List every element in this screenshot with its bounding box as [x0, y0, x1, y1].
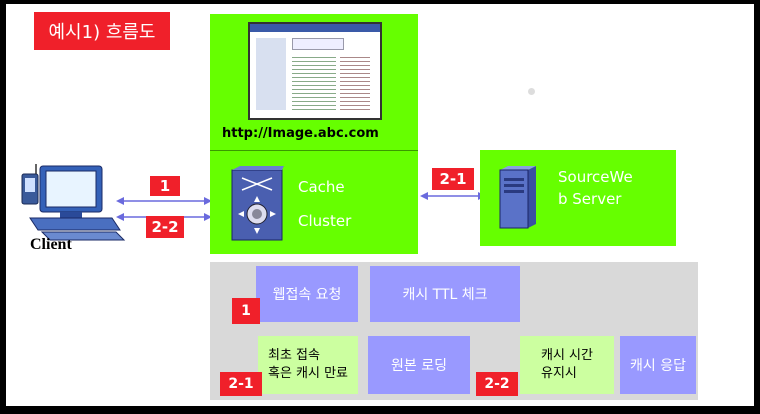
switch-router-icon [231, 166, 284, 241]
client-label: Client [30, 236, 72, 253]
origin-loading-text: 원본 로딩 [391, 358, 447, 374]
flow-tag-1: 1 [232, 298, 260, 324]
flow-tag-2-1: 2-1 [220, 372, 262, 396]
source-label-line1: SourceWe [558, 168, 633, 186]
origin-loading-box: 원본 로딩 [368, 336, 470, 394]
decorative-dot [528, 88, 535, 95]
flow-panel: 웹접속 요청 1 캐시 TTL 체크 최초 접속 혹은 캐시 만료 2-1 원본… [210, 262, 698, 400]
cache-url: http://Image.abc.com [222, 126, 379, 141]
website-thumbnail [248, 22, 382, 120]
first-access-line1: 최초 접속 [267, 348, 320, 363]
cache-time-box: 캐시 시간 유지시 [520, 336, 614, 394]
cache-time-line1: 캐시 시간 [541, 348, 593, 363]
arrow-tag-2-1: 2-1 [432, 168, 474, 190]
flow-tag-2-2: 2-2 [476, 372, 518, 396]
web-request-box: 웹접속 요청 [256, 266, 358, 322]
ttl-check-text: 캐시 TTL 체크 [402, 287, 488, 303]
source-label-line2: b Server [558, 190, 622, 208]
cache-label-line1: Cache [298, 178, 345, 196]
cache-time-line2: 유지시 [541, 366, 577, 381]
ttl-check-box: 캐시 TTL 체크 [370, 266, 520, 322]
arrow-tag-1: 1 [150, 176, 180, 196]
slide: 예시1) 흐름도 Client 1 2-2 [6, 4, 754, 406]
server-tower-icon [499, 166, 536, 229]
title-tag: 예시1) 흐름도 [34, 12, 170, 50]
cache-divider [210, 150, 418, 151]
web-request-text: 웹접속 요청 [272, 287, 342, 303]
arrow-tag-2-2: 2-2 [146, 216, 184, 238]
cache-label-line2: Cluster [298, 212, 352, 230]
title-text: 예시1) 흐름도 [48, 22, 156, 43]
first-access-line2: 혹은 캐시 만료 [267, 366, 349, 381]
client-computer-icon [21, 164, 126, 241]
source-server-box: SourceWe b Server [480, 150, 676, 246]
cache-response-box: 캐시 응답 [620, 336, 696, 394]
cache-response-text: 캐시 응답 [630, 358, 686, 374]
first-access-box: 최초 접속 혹은 캐시 만료 [258, 336, 358, 394]
cache-cluster-box: http://Image.abc.com Cache Cluster [210, 14, 418, 254]
cache-source-arrow [420, 192, 486, 200]
